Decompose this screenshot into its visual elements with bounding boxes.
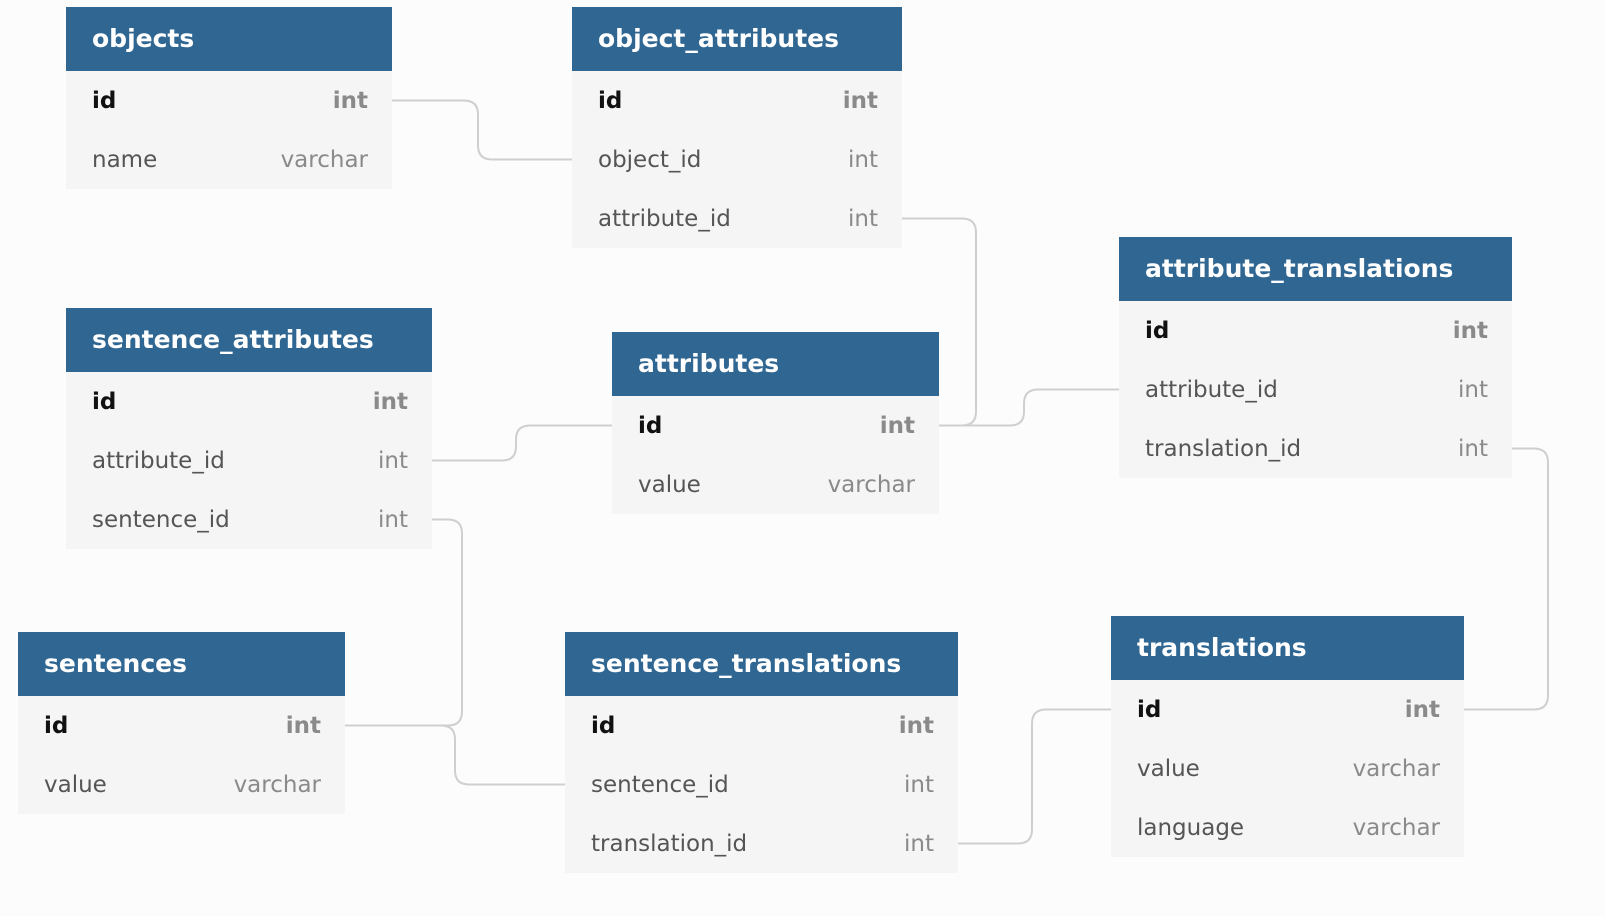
column-name: id <box>598 87 623 114</box>
column-name: id <box>591 712 616 739</box>
column-name: sentence_id <box>591 771 729 798</box>
column-type: varchar <box>233 771 321 798</box>
column-type: int <box>1404 696 1440 723</box>
column-name: id <box>44 712 69 739</box>
table-translations[interactable]: translations id int value varchar language var… <box>1111 616 1464 857</box>
table-header[interactable]: translations <box>1111 616 1464 680</box>
primary-key-row[interactable]: id int <box>66 71 392 130</box>
column-name: value <box>44 771 107 798</box>
column-type: int <box>898 712 934 739</box>
column-type: int <box>848 205 878 232</box>
column-type: int <box>879 412 915 439</box>
primary-key-row[interactable]: id int <box>66 372 432 431</box>
primary-key-row[interactable]: id int <box>612 396 939 455</box>
column-type: int <box>378 506 408 533</box>
column-row[interactable]: name varchar <box>66 130 392 189</box>
column-type: int <box>285 712 321 739</box>
column-name: name <box>92 146 158 173</box>
column-name: attribute_id <box>1145 376 1278 403</box>
column-name: id <box>1137 696 1162 723</box>
column-row[interactable]: value varchar <box>1111 739 1464 798</box>
primary-key-row[interactable]: id int <box>1119 301 1512 360</box>
column-type: int <box>1458 435 1488 462</box>
column-type: varchar <box>1352 814 1440 841</box>
column-type: int <box>904 830 934 857</box>
column-row[interactable]: attribute_id int <box>1119 360 1512 419</box>
table-header[interactable]: sentence_translations <box>565 632 958 696</box>
column-name: translation_id <box>591 830 748 857</box>
column-row[interactable]: object_id int <box>572 130 902 189</box>
relation-line <box>345 724 565 786</box>
table-header[interactable]: attributes <box>612 332 939 396</box>
table-attributes[interactable]: attributes id int value varchar <box>612 332 939 514</box>
column-type: int <box>378 447 408 474</box>
column-row[interactable]: attribute_id int <box>66 431 432 490</box>
column-row[interactable]: attribute_id int <box>572 189 902 248</box>
column-name: id <box>92 87 117 114</box>
column-type: int <box>372 388 408 415</box>
primary-key-row[interactable]: id int <box>1111 680 1464 739</box>
column-type: int <box>904 771 934 798</box>
column-name: id <box>92 388 117 415</box>
table-objects[interactable]: objects id int name varchar <box>66 7 392 189</box>
column-row[interactable]: value varchar <box>18 755 345 814</box>
column-row[interactable]: sentence_id int <box>66 490 432 549</box>
column-row[interactable]: translation_id int <box>1119 419 1512 478</box>
column-name: value <box>1137 755 1200 782</box>
column-name: value <box>638 471 701 498</box>
column-type: int <box>848 146 878 173</box>
column-type: int <box>1452 317 1488 344</box>
column-type: int <box>1458 376 1488 403</box>
relation-line <box>958 708 1111 845</box>
table-header[interactable]: sentence_attributes <box>66 308 432 372</box>
column-row[interactable]: sentence_id int <box>565 755 958 814</box>
column-row[interactable]: translation_id int <box>565 814 958 873</box>
column-row[interactable]: value varchar <box>612 455 939 514</box>
column-name: id <box>1145 317 1170 344</box>
column-name: id <box>638 412 663 439</box>
table-header[interactable]: objects <box>66 7 392 71</box>
column-type: varchar <box>1352 755 1440 782</box>
table-header[interactable]: attribute_translations <box>1119 237 1512 301</box>
column-name: sentence_id <box>92 506 230 533</box>
table-header[interactable]: sentences <box>18 632 345 696</box>
column-name: language <box>1137 814 1245 841</box>
column-type: int <box>842 87 878 114</box>
column-row[interactable]: language varchar <box>1111 798 1464 857</box>
column-type: int <box>332 87 368 114</box>
column-type: varchar <box>827 471 915 498</box>
table-header[interactable]: object_attributes <box>572 7 902 71</box>
primary-key-row[interactable]: id int <box>572 71 902 130</box>
relation-line <box>1464 447 1549 711</box>
column-name: attribute_id <box>92 447 225 474</box>
primary-key-row[interactable]: id int <box>18 696 345 755</box>
relation-line <box>432 424 612 462</box>
relation-line <box>345 518 463 727</box>
relation-line <box>392 99 572 161</box>
column-name: translation_id <box>1145 435 1302 462</box>
column-name: object_id <box>598 146 702 173</box>
column-type: varchar <box>280 146 368 173</box>
table-sentences[interactable]: sentences id int value varchar <box>18 632 345 814</box>
column-name: attribute_id <box>598 205 731 232</box>
primary-key-row[interactable]: id int <box>565 696 958 755</box>
relation-line <box>939 388 1119 427</box>
